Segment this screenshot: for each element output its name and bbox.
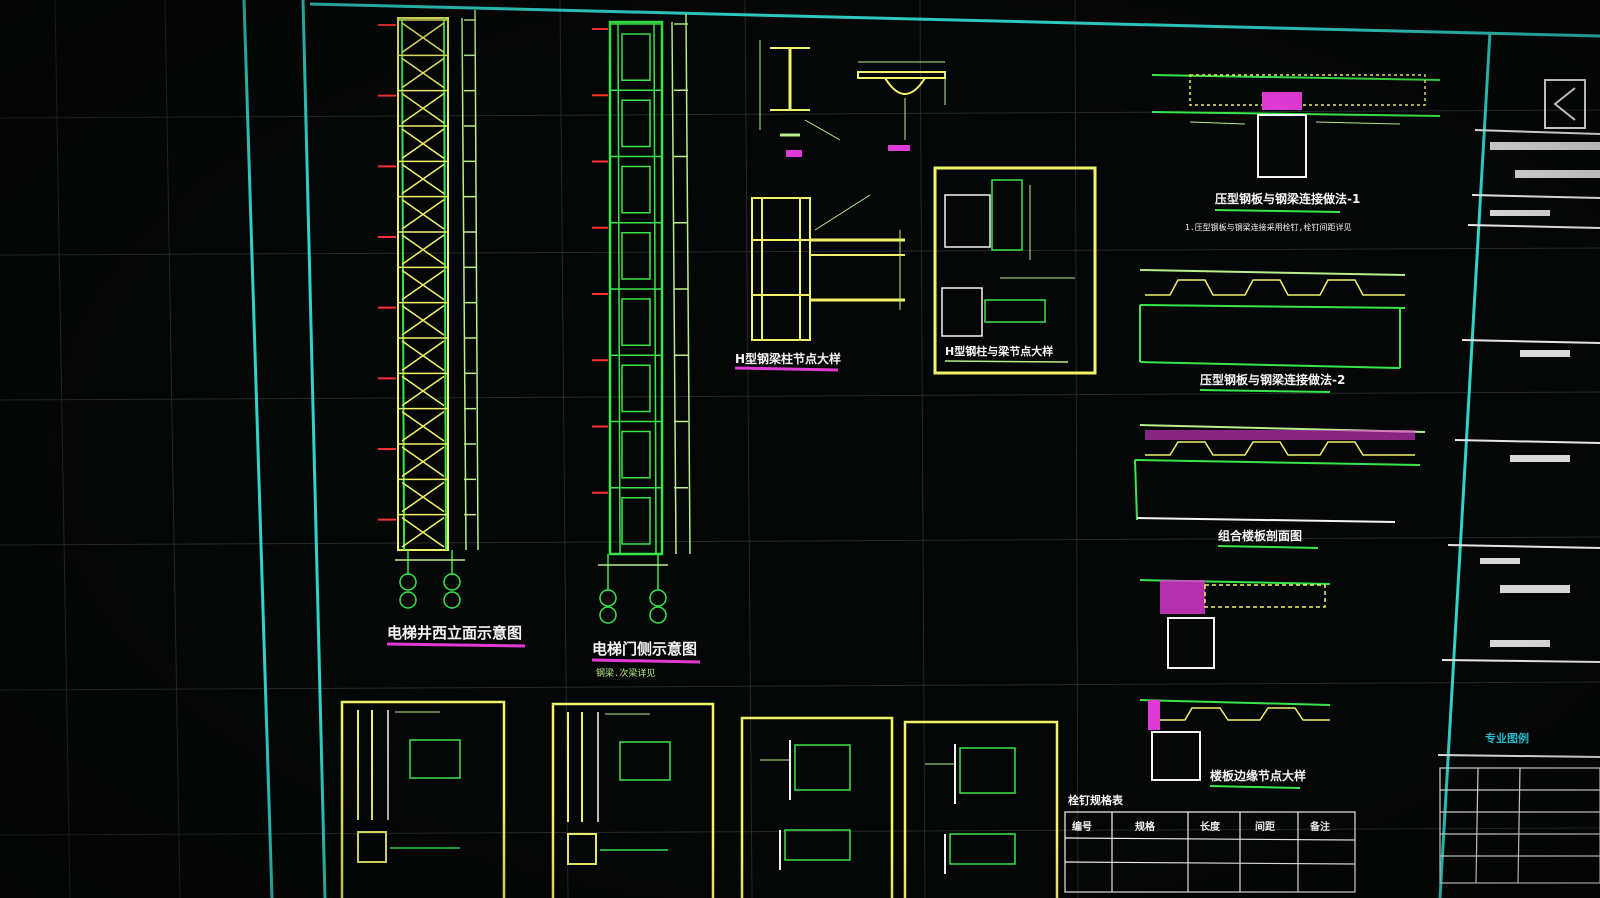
bottom-detail-2[interactable] <box>551 702 715 898</box>
deck-section-1-drawing[interactable]: 压型钢板与钢梁连接做法-1 1.压型钢板与钢梁连接采用栓钉,栓钉间距详见 <box>1151 74 1441 232</box>
deck-section-4-title: 楼板边缘节点大样 <box>1210 768 1306 783</box>
stud-table-header-1: 规格 <box>1135 820 1156 833</box>
beam-column-joint-title: H型钢梁柱节点大样 <box>735 351 841 366</box>
elevation-right-door-opening <box>621 99 651 148</box>
title-block-project-label: 专业图例 <box>1485 731 1529 745</box>
stud-table-header-2: 长度 <box>1200 820 1221 833</box>
title-block[interactable]: 专业图例 <box>1437 79 1600 884</box>
deck-section-2-title: 压型钢板与钢梁连接做法-2 <box>1200 372 1345 387</box>
deck-section-1-title: 压型钢板与钢梁连接做法-1 <box>1215 191 1360 206</box>
column-beam-detail-box[interactable]: H型钢柱与梁节点大样 <box>933 166 1097 375</box>
elevation-right-door-opening <box>621 165 651 214</box>
elevation-right-door-opening <box>621 298 651 346</box>
elevation-right-title: 电梯门侧示意图 <box>592 640 697 658</box>
elevation-left-drawing[interactable]: 电梯井西立面示意图 <box>378 9 526 648</box>
stud-table-title: 栓钉规格表 <box>1068 793 1124 807</box>
stud-table-header-0: 编号 <box>1072 820 1092 833</box>
elevation-right-subtitle: 钢梁.次梁详见 <box>596 667 655 679</box>
beam-column-joint-detail[interactable]: H型钢梁柱节点大样 <box>734 194 905 372</box>
elevation-right-door-opening <box>621 232 651 280</box>
elevation-right-door-opening <box>621 430 651 479</box>
elevation-right-drawing[interactable]: 电梯门侧示意图 钢梁.次梁详见 <box>591 13 701 679</box>
elevation-right-door-opening <box>621 364 651 413</box>
steel-section-detail-a[interactable] <box>759 40 841 157</box>
deck-section-1-note: 1.压型钢板与钢梁连接采用栓钉,栓钉间距详见 <box>1185 222 1351 232</box>
stud-table-header-3: 间距 <box>1255 820 1275 833</box>
bottom-detail-3[interactable] <box>740 716 894 898</box>
column-beam-detail-title: H型钢柱与梁节点大样 <box>945 344 1053 358</box>
elevation-left-title: 电梯井西立面示意图 <box>387 624 522 642</box>
deck-section-3-drawing[interactable]: 组合楼板剖面图 <box>1134 424 1426 549</box>
deck-section-2-drawing[interactable]: 压型钢板与钢梁连接做法-2 <box>1139 269 1406 393</box>
bottom-detail-1[interactable] <box>340 700 506 898</box>
bottom-detail-4[interactable] <box>903 720 1059 898</box>
stud-table-header-4: 备注 <box>1309 820 1330 833</box>
elevation-right-door-opening <box>621 33 651 81</box>
steel-section-detail-b[interactable] <box>857 61 946 151</box>
deck-section-3-title: 组合楼板剖面图 <box>1218 528 1302 543</box>
stud-spec-table[interactable]: 栓钉规格表 编号 规格 长度 间距 备注 <box>1064 793 1356 893</box>
elevation-right-door-opening <box>621 497 651 545</box>
